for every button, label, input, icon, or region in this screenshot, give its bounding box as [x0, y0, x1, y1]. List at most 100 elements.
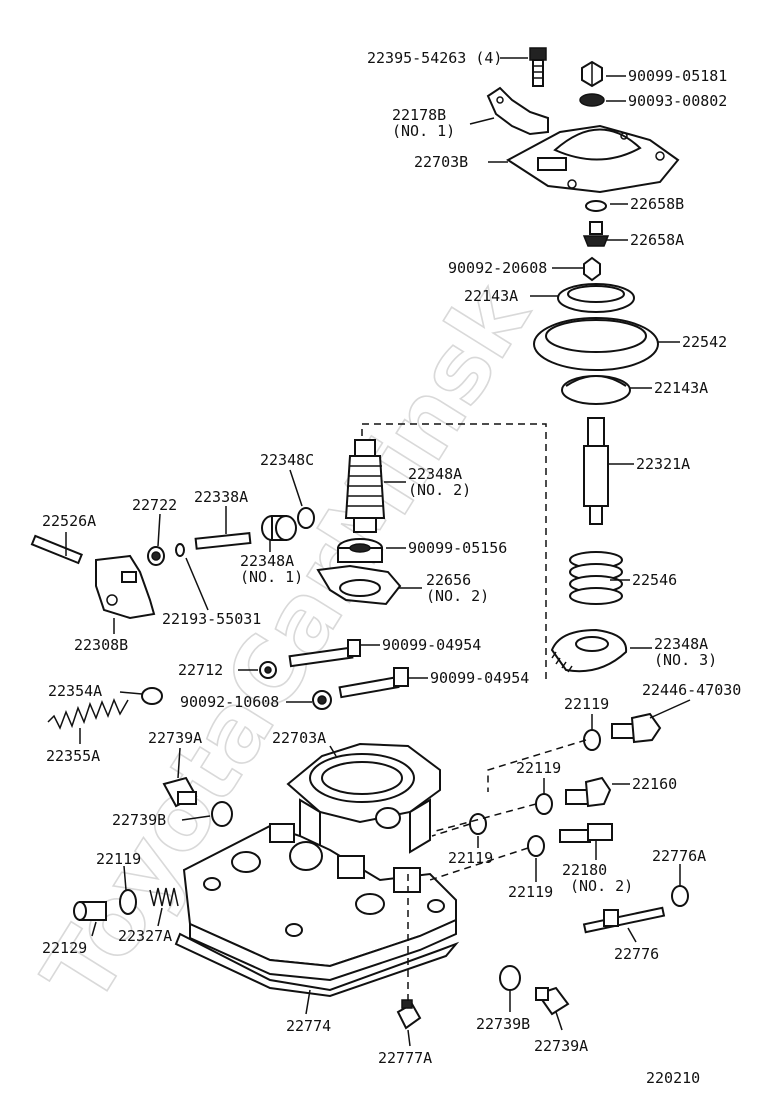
label-22119-b: 22119 — [516, 759, 561, 777]
washer-90093-00802 — [579, 93, 605, 107]
valve-22180-no2 — [559, 823, 613, 843]
ring-22348C — [297, 507, 315, 529]
label-22119-a: 22119 — [564, 695, 609, 713]
plate-22143A-top — [557, 283, 635, 313]
dashed-assembly-line — [361, 423, 547, 680]
gasket-22119-e — [119, 889, 137, 915]
label-22703B: 22703B — [414, 153, 468, 171]
part-labels: 22395-54263 (4) 90099-05181 90093-00802 … — [42, 49, 741, 1087]
label-22348A-no2: 22348A — [408, 465, 462, 483]
label-22658B: 22658B — [630, 195, 684, 213]
label-22143A-top: 22143A — [464, 287, 518, 305]
gasket-22119-b — [535, 793, 553, 815]
gasket-22119-d — [527, 835, 545, 857]
dashed-line-fitting-2 — [431, 803, 537, 833]
leader-lines — [65, 57, 691, 1047]
fitting-22446-47030 — [611, 712, 662, 744]
label-22395-54263: 22395-54263 (4) — [367, 49, 502, 67]
label-22178B: 22178B — [392, 106, 446, 124]
label-22354A: 22354A — [48, 682, 102, 700]
plug-22739A-top — [162, 776, 198, 808]
cover-22703B — [506, 124, 680, 194]
plug-22129 — [73, 901, 107, 921]
screw-90099-04954-a — [288, 639, 361, 668]
dashed-line-fitting-1 — [487, 739, 587, 792]
screw-90099-04954-b — [338, 667, 409, 699]
bracket-22178B — [486, 86, 549, 136]
label-22160: 22160 — [632, 775, 677, 793]
label-22656-sub: (NO. 2) — [426, 587, 489, 605]
spring-22327A — [149, 887, 179, 907]
label-22542: 22542 — [682, 333, 727, 351]
diagram-id: 220210 — [646, 1069, 700, 1087]
rod-22526A — [30, 534, 83, 565]
label-22321A: 22321A — [636, 455, 690, 473]
diaphragm-22542 — [533, 317, 659, 371]
plug-22739A-bottom — [535, 986, 570, 1016]
gasket-22739B-top — [211, 801, 233, 827]
label-22119-d: 22119 — [508, 883, 553, 901]
label-22739B-top: 22739B — [112, 811, 166, 829]
plate-22143A-bottom — [561, 375, 631, 405]
label-90099-05156: 90099-05156 — [408, 539, 507, 557]
body-22774 — [174, 823, 460, 998]
lever-22656-no2 — [316, 564, 402, 606]
label-22327A: 22327A — [118, 927, 172, 945]
spring-22546 — [569, 551, 623, 605]
label-22355A: 22355A — [46, 747, 100, 765]
label-22776A: 22776A — [652, 847, 706, 865]
label-22193-55031: 22193-55031 — [162, 610, 261, 628]
gasket-22119-c — [469, 813, 487, 835]
label-90093-00802: 90093-00802 — [628, 92, 727, 110]
label-22178B-sub: (NO. 1) — [392, 122, 455, 140]
label-22348C: 22348C — [260, 451, 314, 469]
label-22129: 22129 — [42, 939, 87, 957]
label-22526A: 22526A — [42, 512, 96, 530]
bracket-22308B — [95, 554, 156, 620]
label-90099-04954-a: 90099-04954 — [382, 636, 481, 654]
label-22722: 22722 — [132, 496, 177, 514]
screw-22776 — [582, 906, 666, 934]
label-22119-e: 22119 — [96, 850, 141, 868]
label-22739A-bottom: 22739A — [534, 1037, 588, 1055]
label-22348A-no3-sub: (NO. 3) — [654, 651, 717, 669]
nut-22722 — [147, 546, 165, 566]
shaft-22348A-no2 — [344, 439, 386, 533]
fitting-22160 — [565, 776, 612, 808]
label-22180: 22180 — [562, 861, 607, 879]
label-22348A-no1: 22348A — [240, 552, 294, 570]
label-90092-20608: 90092-20608 — [448, 259, 547, 277]
label-22658A: 22658A — [630, 231, 684, 249]
nut-90092-10608 — [312, 690, 332, 710]
label-22739A-top: 22739A — [148, 729, 202, 747]
label-22308B: 22308B — [74, 636, 128, 654]
pin-22338A — [194, 532, 252, 550]
label-22119-c: 22119 — [448, 849, 493, 867]
label-90099-04954-b: 90099-04954 — [430, 669, 529, 687]
dashed-line-fitting-4 — [429, 847, 529, 881]
gear-22348A-no3 — [550, 628, 628, 673]
nut-90092-20608 — [583, 256, 601, 282]
label-90099-05181: 90099-05181 — [628, 67, 727, 85]
clip-22193-55031 — [175, 543, 185, 557]
bushing-22348A-no1 — [261, 515, 297, 541]
label-22143A-bottom: 22143A — [654, 379, 708, 397]
label-22180-sub: (NO. 2) — [570, 877, 633, 895]
bushing-90099-05156 — [337, 538, 383, 563]
label-22656: 22656 — [426, 571, 471, 589]
label-90092-10608: 90092-10608 — [180, 693, 279, 711]
gasket-22739B-bottom — [499, 965, 521, 991]
label-22348A-no3: 22348A — [654, 635, 708, 653]
nut-22712 — [259, 661, 277, 679]
bolt-22395-54263 — [529, 47, 547, 87]
housing-22703A — [286, 742, 441, 854]
plug-22777A — [396, 999, 422, 1030]
valve-22658A — [582, 221, 610, 247]
cap-22354A — [141, 687, 163, 705]
label-22348A-no1-sub: (NO. 1) — [240, 568, 303, 586]
label-22446-47030: 22446-47030 — [642, 681, 741, 699]
label-22348A-no2-sub: (NO. 2) — [408, 481, 471, 499]
label-22546: 22546 — [632, 571, 677, 589]
label-22739B-bottom: 22739B — [476, 1015, 530, 1033]
